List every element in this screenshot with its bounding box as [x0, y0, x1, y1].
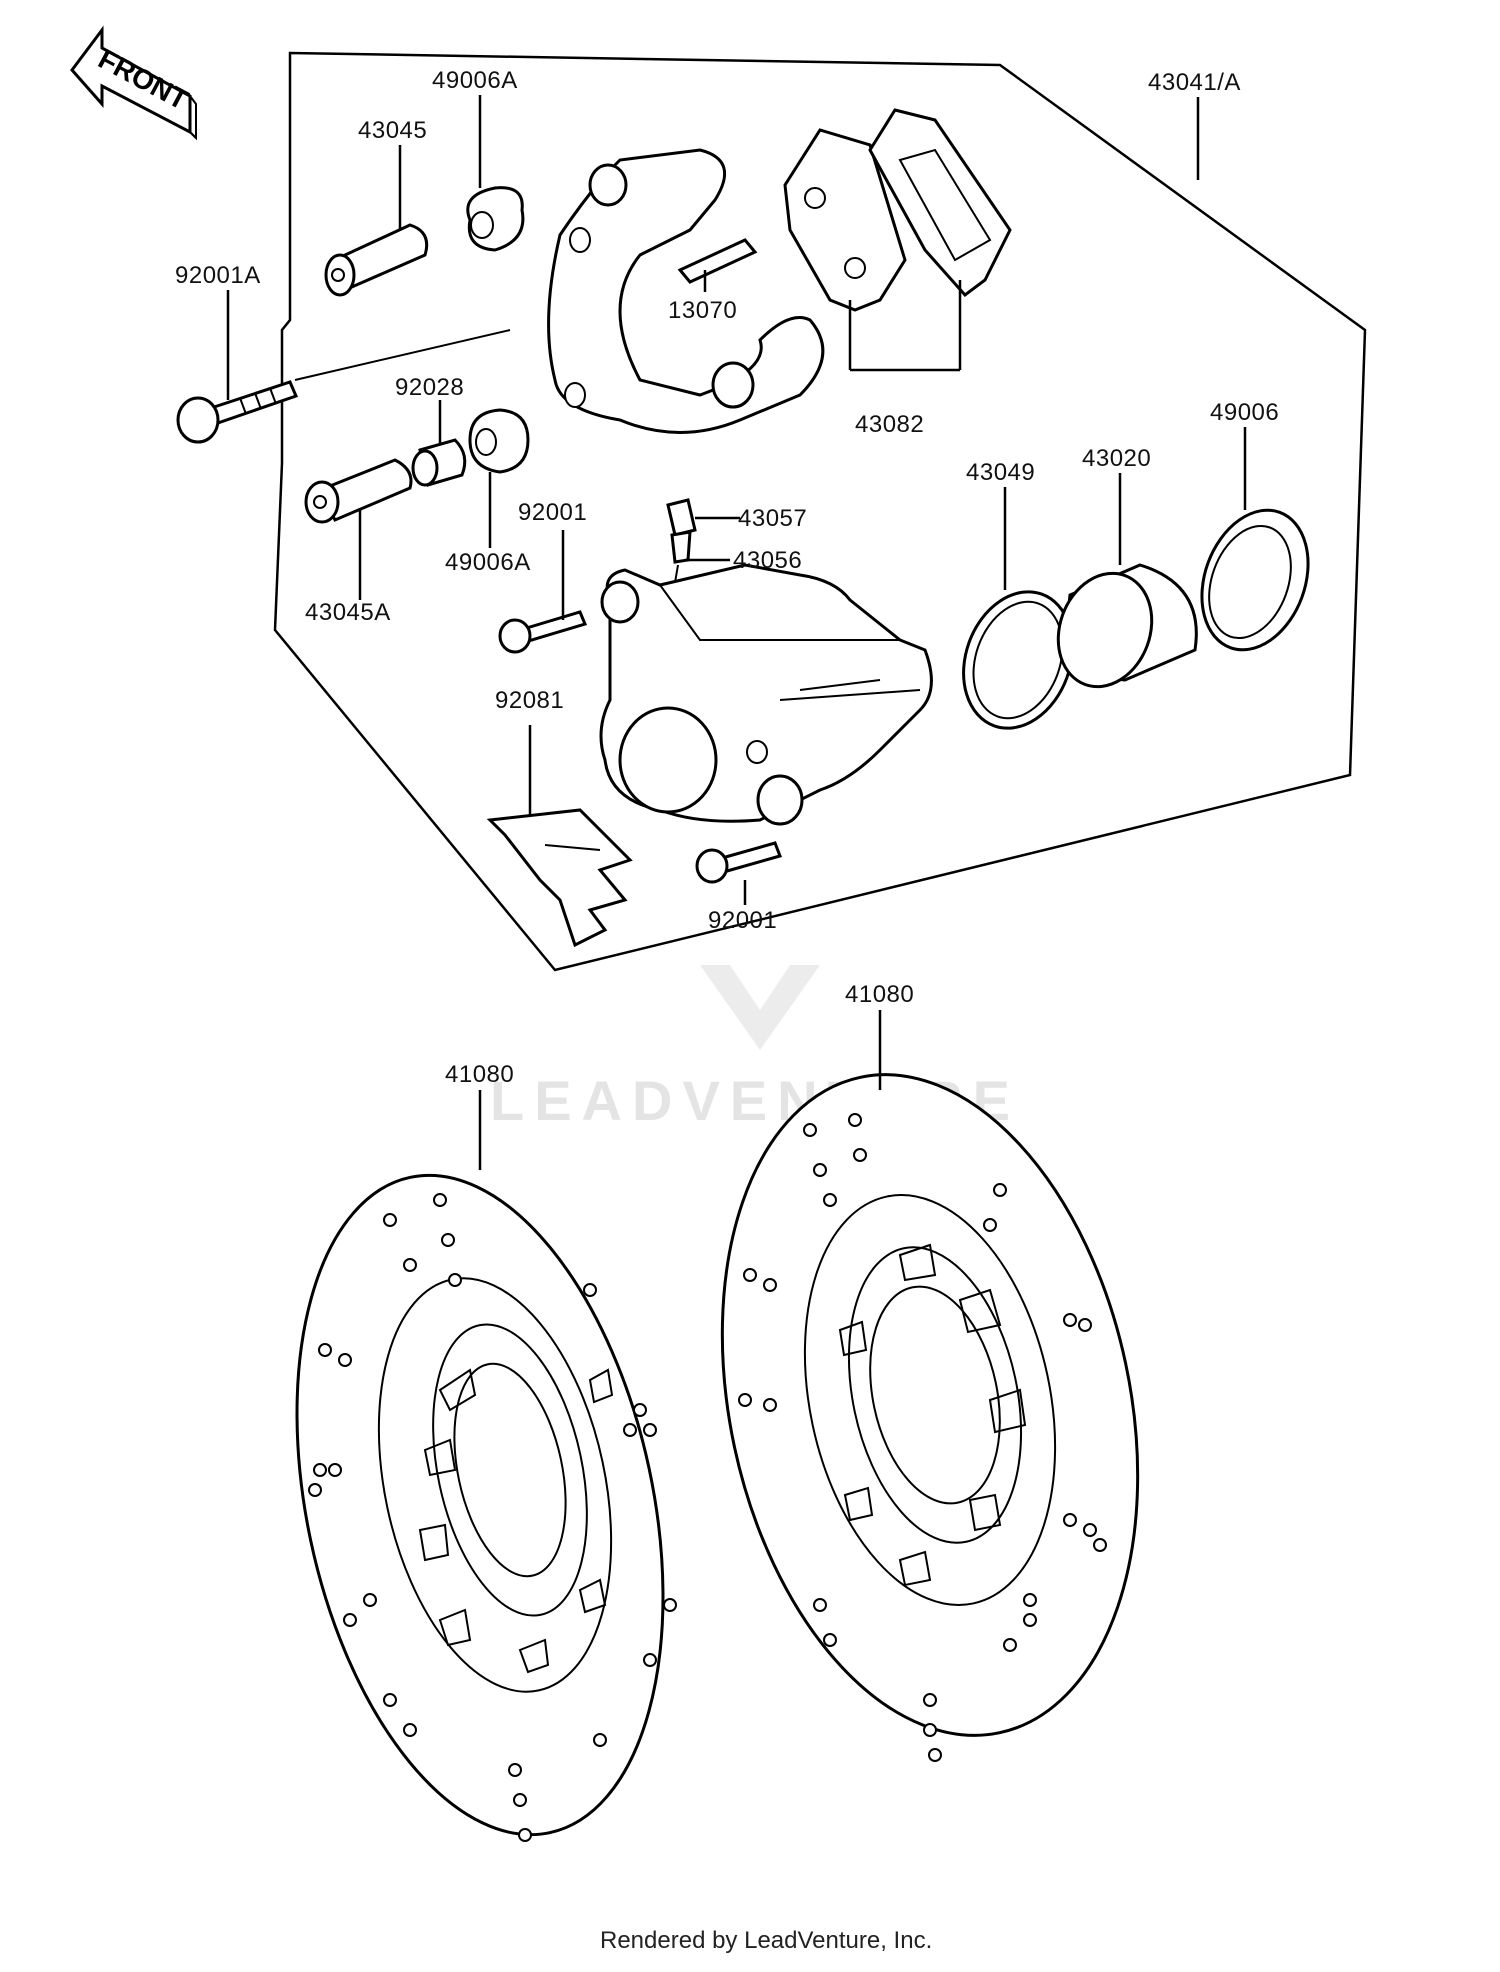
bolt-92001A: [176, 380, 299, 444]
caliper-bracket: [547, 148, 825, 434]
slide-pin-43045A: [304, 458, 413, 524]
callout-13070: 13070: [668, 297, 737, 324]
brake-pads-43082: [783, 108, 1012, 312]
bolt-92001-lower: [695, 841, 782, 884]
callout-43049: 43049: [966, 459, 1035, 486]
footer-credit: Rendered by LeadVenture, Inc.: [600, 1927, 932, 1954]
callout-43082: 43082: [855, 411, 924, 438]
callout-43045A: 43045A: [305, 599, 391, 626]
piston-43020: [1056, 563, 1198, 689]
pad-spring-13070: [677, 238, 758, 284]
callout-43057: 43057: [738, 505, 807, 532]
boot-49006A-upper: [466, 186, 525, 252]
callout-41080-right: 41080: [845, 981, 914, 1008]
brake-disc-right: [720, 1073, 1140, 1762]
disc-vents-left: [418, 1368, 614, 1674]
callout-92001A: 92001A: [175, 262, 261, 289]
disc-holes-right: [738, 1113, 1107, 1762]
leader-pin-line: [294, 329, 511, 381]
sleeve-92028: [411, 438, 467, 487]
assembly-outline: [273, 51, 1367, 972]
disc-vents-right: [838, 1243, 1027, 1587]
brake-disc-left: [295, 1173, 677, 1842]
callout-43045: 43045: [358, 117, 427, 144]
boot-49006A-lower: [468, 408, 530, 474]
pad-clip-92081: [486, 808, 633, 948]
callout-labels: 43041/A 49006A 43045 92001A 13070 43082 …: [175, 67, 1279, 1088]
disc-holes-left: [308, 1193, 677, 1842]
callout-49006: 49006: [1210, 399, 1279, 426]
callout-43020: 43020: [1082, 445, 1151, 472]
callout-92001-upper: 92001: [518, 499, 587, 526]
bolt-92001-upper: [498, 610, 588, 654]
callout-92028: 92028: [395, 374, 464, 401]
callout-43056: 43056: [733, 547, 802, 574]
caliper-body: [599, 563, 933, 826]
front-arrow-icon: FRONT: [70, 25, 197, 141]
leader-lines: [226, 95, 1247, 1170]
callout-41080-left: 41080: [445, 1061, 514, 1088]
callout-43041A: 43041/A: [1148, 69, 1241, 96]
callout-92081: 92081: [495, 687, 564, 714]
slide-pin-43045: [324, 223, 429, 297]
callout-49006A-upper: 49006A: [432, 67, 518, 94]
dust-seal-49006: [1200, 508, 1310, 652]
callout-49006A-lower: 49006A: [445, 549, 531, 576]
bleeder-valve-43057: [666, 498, 697, 601]
piston-seal-43049: [962, 590, 1074, 730]
callout-92001-lower: 92001: [708, 907, 777, 934]
